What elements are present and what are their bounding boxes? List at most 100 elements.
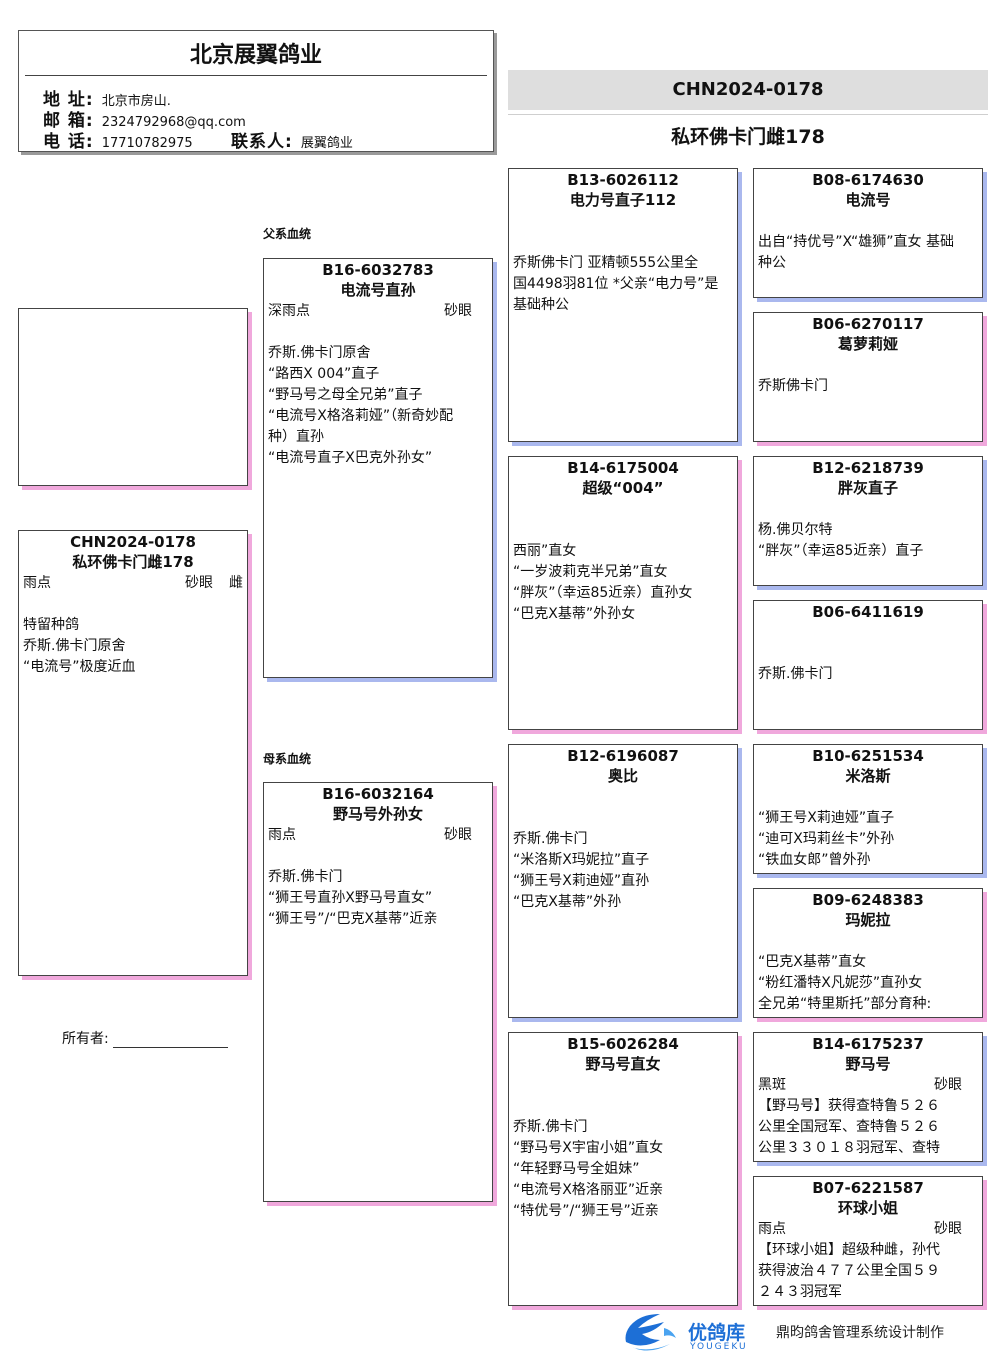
bird-name [754, 622, 982, 643]
bird-notes: 乔斯.佛卡门原舍 “路西X 004”直子 “野马号之母全兄弟”直子 “电流号X格… [264, 322, 492, 469]
note-line: “狮王号直孙X野马号直女” [268, 890, 433, 906]
sire-dam-card: B14-6175004 超级“004” 西丽”直女 “一岁波莉克半兄弟”直女 “… [508, 456, 738, 730]
note-line: 乔斯.佛卡门 [268, 869, 343, 885]
bird-notes: “狮王号X莉迪娅”直子 “迪可X玛莉丝卡”外孙 “铁血女郎”曾外孙 [754, 787, 982, 871]
bird-notes: 乔斯.佛卡门 “狮王号直孙X野马号直女” “狮王号”/“巴克X基蒂”近亲 [264, 846, 492, 930]
address-row: 地 址:北京市房山. [43, 85, 171, 110]
feather-color: 雨点 [268, 827, 296, 843]
ring-number: B10-6251534 [812, 747, 924, 765]
eye-type: 砂眼 [934, 1077, 962, 1093]
title-divider [508, 114, 988, 115]
bird-notes: 乔斯.佛卡门 [754, 643, 982, 685]
bird-name: 超级“004” [582, 479, 664, 497]
note-line: “狮王号X莉迪娅”直孙 [513, 873, 650, 889]
bird-name: 环球小姐 [837, 1199, 898, 1217]
bird-notes: 【野马号】获得查特鲁５２６ 公里全国冠军、查特鲁５２６ 公里３３０１８羽冠军、查… [754, 1096, 982, 1159]
bird-notes: 乔斯佛卡门 亚精顿555公里全 国4498羽81位 *父亲“电力号”是 基础种公 [509, 211, 737, 316]
note-line [513, 787, 733, 808]
note-line: “迪可X玛莉丝卡”外孙 [758, 831, 895, 847]
farm-name: 北京展翼鸽业 [189, 43, 322, 68]
bird-name: 米洛斯 [845, 767, 891, 785]
note-line: “巴克X基蒂”外孙 [513, 894, 622, 910]
bird-notes: 乔斯.佛卡门 “野马号X宇宙小姐”直女 “年轻野马号全姐妹” “电流号X格洛丽亚… [509, 1075, 737, 1222]
note-line [513, 808, 733, 829]
note-line: “狮王号”/“巴克X基蒂”近亲 [268, 911, 438, 927]
note-line [758, 355, 978, 376]
note-line: 全兄弟“特里斯托”部分育种: [758, 996, 932, 1012]
ring-number: B16-6032164 [322, 785, 434, 803]
note-line [513, 1075, 733, 1096]
bird-name: 电力号直子112 [569, 191, 677, 209]
sdd-card: B06-6411619 乔斯.佛卡门 [753, 600, 983, 730]
note-line: ２４３羽冠军 [758, 1284, 842, 1300]
dam-line-label: 母系血统 [263, 752, 312, 766]
brand-name: 优鸽库 [688, 1322, 746, 1344]
eye-type: 砂眼 [444, 303, 472, 319]
note-line: 特留种鸽 [23, 617, 79, 633]
feather-color: 黑斑 [758, 1077, 786, 1093]
note-line: “电流号”极度近血 [23, 659, 136, 675]
dam-dam-card: B15-6026284 野马号直女 乔斯.佛卡门 “野马号X宇宙小姐”直女 “年… [508, 1032, 738, 1306]
note-line [513, 211, 733, 232]
address-label: 地 址: [43, 90, 94, 110]
bird-notes: 【环球小姐】超级种雌，孙代 获得波治４７７公里全国５９ ２４３羽冠军 [754, 1240, 982, 1303]
dam-sire-card: B12-6196087 奥比 乔斯.佛卡门 “米洛斯X玛妮拉”直子 “狮王号X莉… [508, 744, 738, 1018]
bird-name: 胖灰直子 [837, 479, 898, 497]
bird-notes: 乔斯.佛卡门 “米洛斯X玛妮拉”直子 “狮王号X莉迪娅”直孙 “巴克X基蒂”外孙 [509, 787, 737, 913]
note-line: “狮王号X莉迪娅”直子 [758, 810, 895, 826]
ring-number: B14-6175237 [812, 1035, 924, 1053]
sire-sire-card: B13-6026112 电力号直子112 乔斯佛卡门 亚精顿555公里全 国44… [508, 168, 738, 442]
feather-color: 雨点 [758, 1221, 786, 1237]
eye-type: 砂眼 [185, 575, 213, 591]
sds-card: B12-6218739 胖灰直子 杨.佛贝尔特 “胖灰”（幸运85近亲）直子 [753, 456, 983, 586]
note-line: “巴克X基蒂”外孙女 [513, 606, 636, 622]
note-line: 乔斯.佛卡门原舍 [268, 345, 371, 361]
bird-notes: 杨.佛贝尔特 “胖灰”（幸运85近亲）直子 [754, 499, 982, 562]
contact-value: 展翼鸽业 [300, 136, 353, 151]
ring-number: B06-6270117 [812, 315, 924, 333]
note-line: “铁血女郎”曾外孙 [758, 852, 871, 868]
email-value: 2324792968@qq.com [101, 115, 246, 130]
bird-name: 电流号直孙 [340, 281, 416, 299]
ring-number: B08-6174630 [812, 171, 924, 189]
note-line: “路西X 004”直子 [268, 366, 380, 382]
note-line: 乔斯佛卡门 [758, 378, 828, 394]
note-line: 乔斯.佛卡门 [758, 666, 833, 682]
ring-number: B13-6026112 [567, 171, 679, 189]
note-line: 获得波治４７７公里全国５９ [758, 1263, 940, 1279]
note-line: 乔斯.佛卡门原舍 [23, 638, 126, 654]
note-line: “米洛斯X玛妮拉”直子 [513, 852, 650, 868]
note-line: 【野马号】获得查特鲁５２６ [758, 1098, 940, 1114]
note-line: “野马号X宇宙小姐”直女 [513, 1140, 664, 1156]
pedigree-bird-name: 私环佛卡门雌178 [671, 126, 825, 148]
pigeon-logo-icon [620, 1310, 680, 1356]
note-line: 种）直孙 [268, 429, 324, 445]
bird-notes: 乔斯佛卡门 [754, 355, 982, 397]
note-line: 种公 [758, 255, 786, 271]
note-line: 公里３３０１８羽冠军、查特 [758, 1140, 940, 1156]
credit-text: 鼎昀鸽舍管理系统设计制作 [776, 1325, 944, 1341]
phone-value: 17710782975 [101, 136, 193, 151]
note-line [268, 846, 488, 867]
ring-number: CHN2024-0178 [70, 533, 196, 551]
eye-type: 砂眼 [444, 827, 472, 843]
breeder-info-card: 北京展翼鸽业 地 址:北京市房山. 邮 箱:2324792968@qq.com … [18, 30, 494, 152]
sss-card: B08-6174630 电流号 出自“持优号”X“雄狮”直女 基础 种公 [753, 168, 983, 298]
note-line: “电流号X格洛丽亚”近亲 [513, 1182, 664, 1198]
ddd-card: B07-6221587 环球小姐 雨点 砂眼 【环球小姐】超级种雌，孙代 获得波… [753, 1176, 983, 1306]
ssd-card: B06-6270117 葛萝莉娅 乔斯佛卡门 [753, 312, 983, 442]
ring-number: B09-6248383 [812, 891, 924, 909]
subject-bird-card: CHN2024-0178 私环佛卡门雌178 雨点 砂眼 雌 特留种鸽 乔斯.佛… [18, 530, 248, 976]
note-line: “胖灰”（幸运85近亲）直子 [758, 543, 924, 559]
note-line [23, 594, 243, 615]
bird-name: 奥比 [607, 767, 638, 785]
sire-line-label: 父系血统 [263, 227, 312, 241]
ring-number: B16-6032783 [322, 261, 434, 279]
bird-name: 玛妮拉 [845, 911, 891, 929]
note-line [758, 499, 978, 520]
phone-label: 电 话: [43, 132, 94, 152]
dsd-card: B09-6248383 玛妮拉 “巴克X基蒂”直女 “粉红潘特X凡妮莎”直孙女 … [753, 888, 983, 1018]
contact-row: 联系人:展翼鸽业 [231, 127, 353, 152]
bird-attributes: 雨点 砂眼 雌 [19, 573, 247, 594]
bird-name: 葛萝莉娅 [837, 335, 898, 353]
